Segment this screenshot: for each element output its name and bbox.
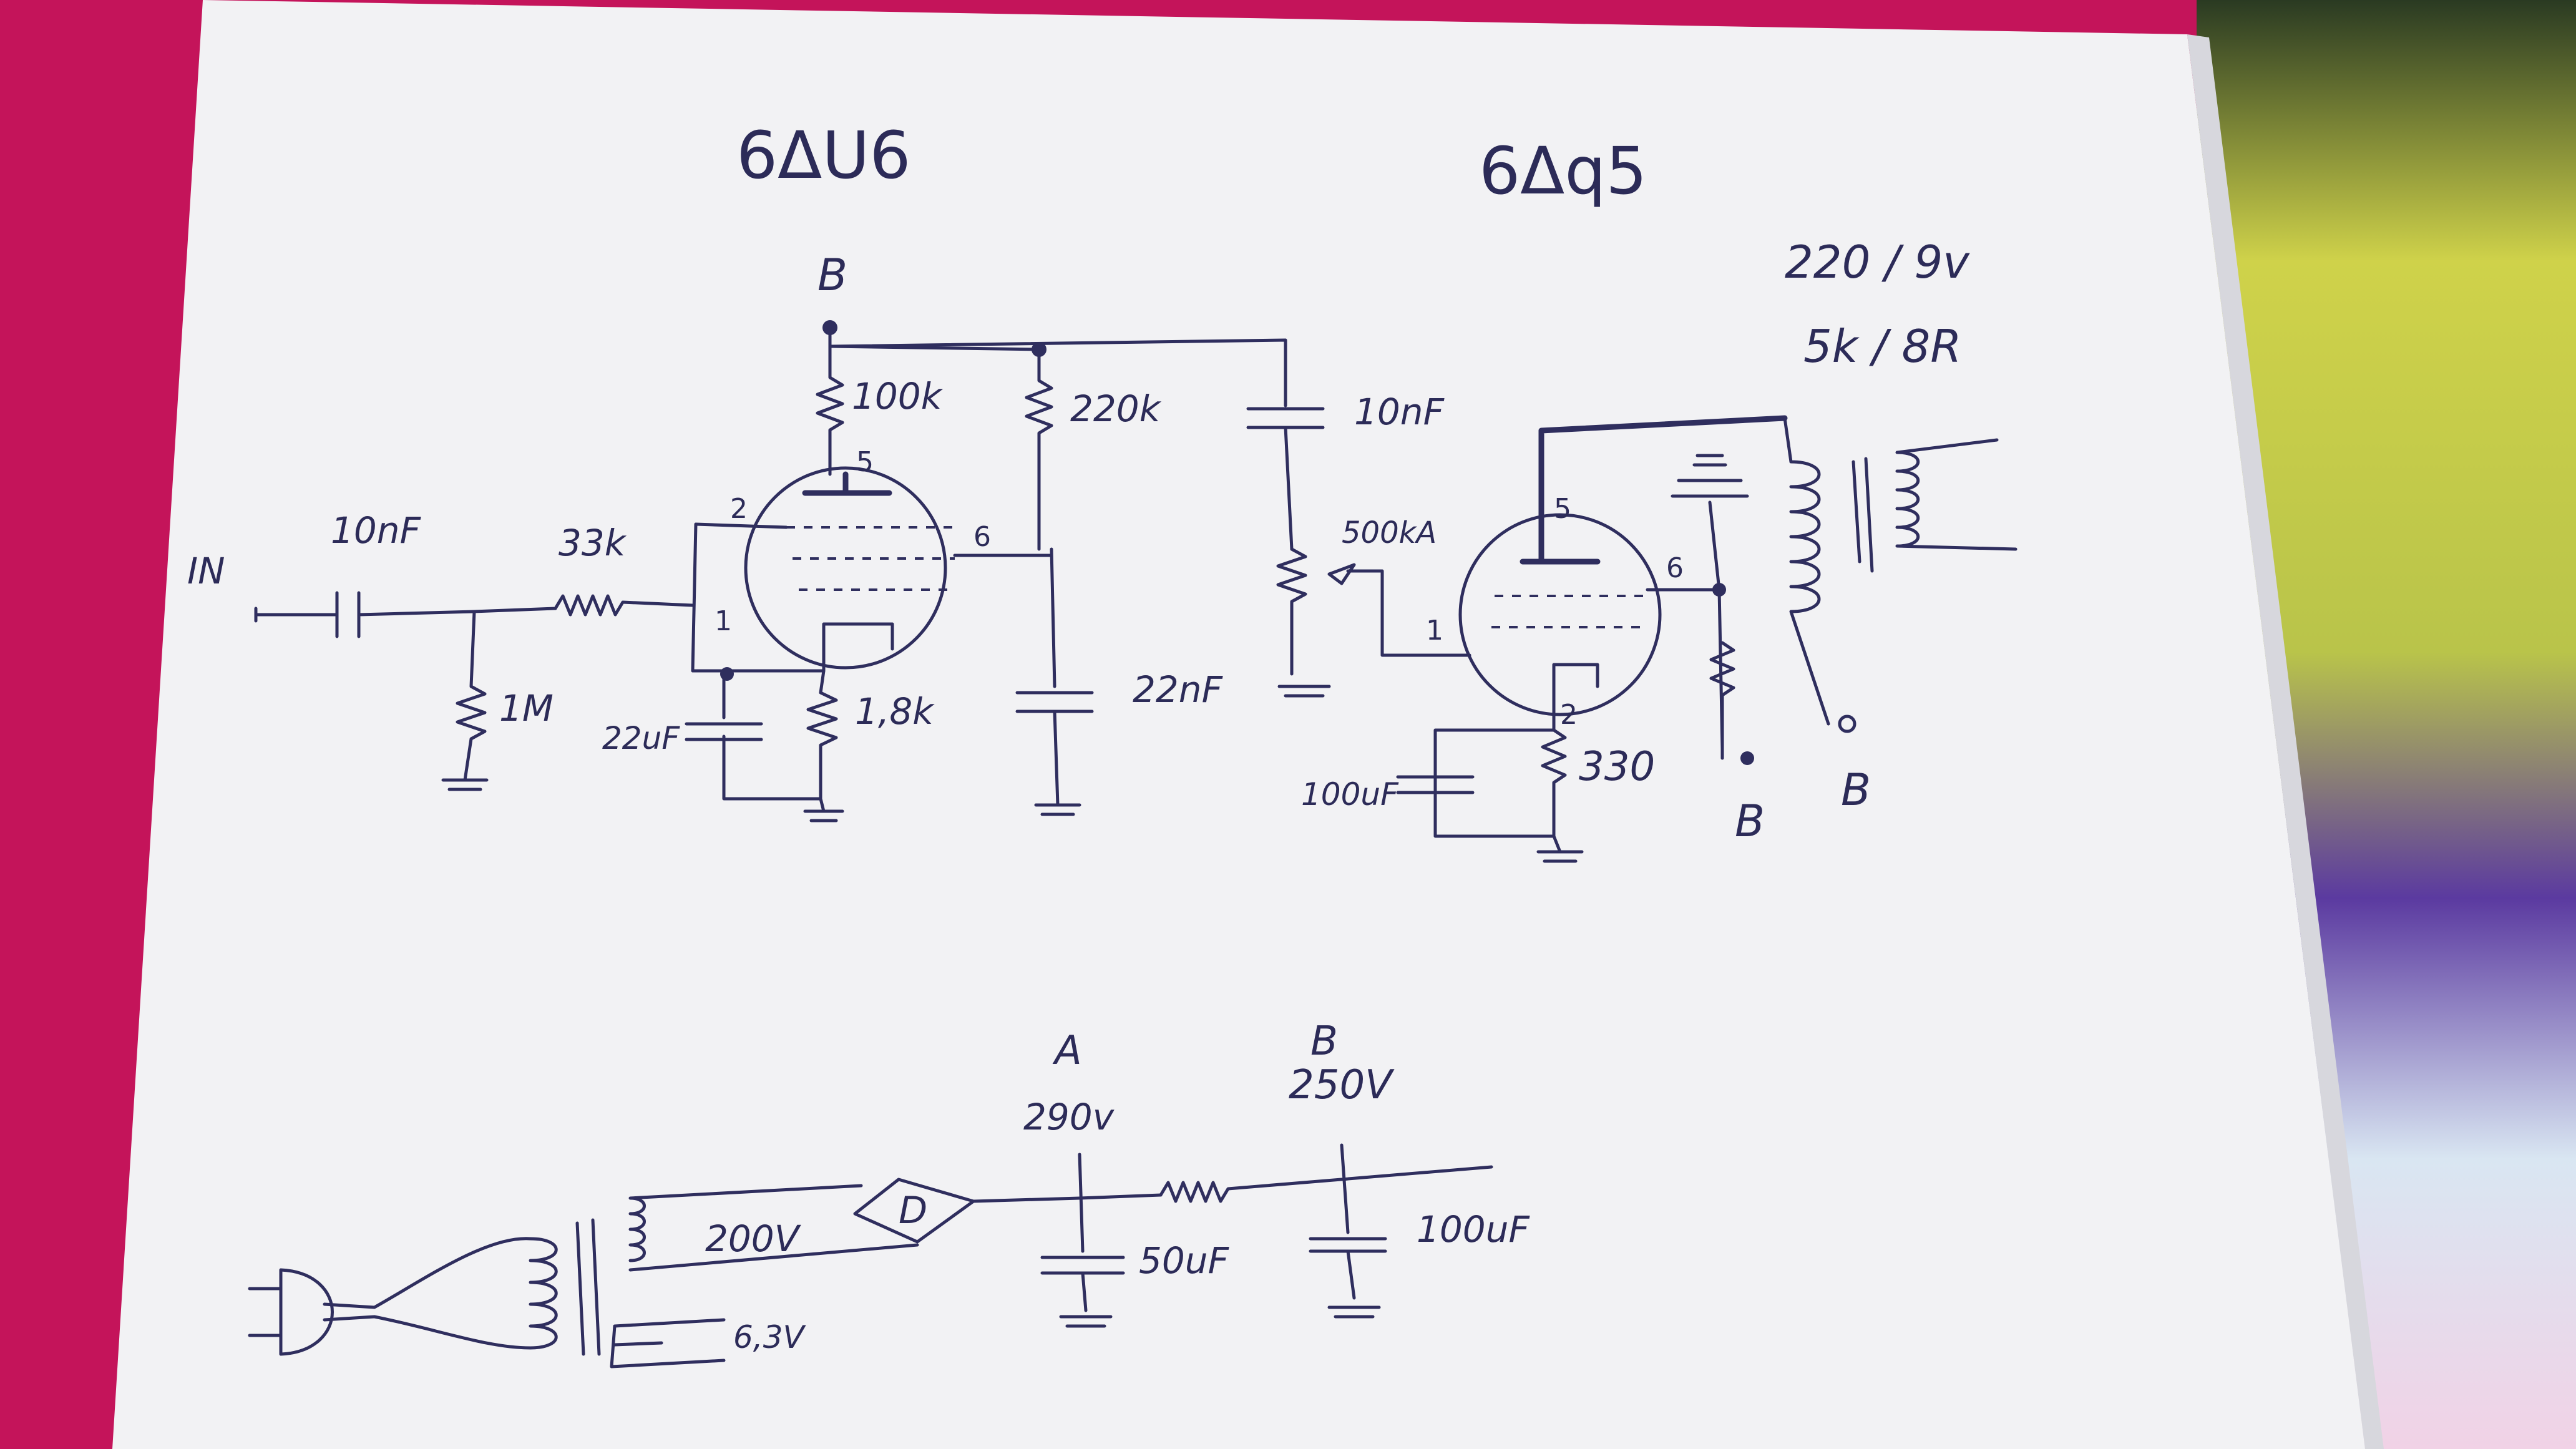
tube2-plate [1520, 415, 1788, 565]
r-screen-symbol [1025, 348, 1053, 551]
tube1-pin6: 6 [973, 521, 991, 553]
ps-filter-cap2 [1309, 1143, 1387, 1319]
ps-transformer-core [575, 1218, 601, 1356]
tube-left-title: 6ΔU6 [736, 117, 911, 193]
c-cathode1-symbol [685, 672, 844, 822]
tube2-screen-resistor [1709, 641, 1735, 760]
r-plate-symbol [816, 344, 844, 476]
ps-transformer-secondary-hv [628, 1184, 919, 1272]
b-node-out1-dot [1740, 751, 1754, 765]
c-coupling-symbol [1246, 407, 1325, 551]
r-screen-label: 220k [1070, 388, 1162, 430]
ps-secondary-heater-label: 6,3V [733, 1319, 807, 1355]
c-cathode1-label: 22uF [602, 720, 680, 756]
tube1-cathode-junction [720, 667, 734, 681]
ps-transformer-primary [529, 1237, 558, 1350]
tube2-pin5: 5 [1554, 493, 1571, 525]
paper-sheet [112, 0, 2365, 1449]
r-plate-label: 100k [852, 375, 944, 417]
b-node-out1: B [1735, 796, 1765, 847]
input-wire [254, 591, 557, 638]
c-cathode2-symbol [1396, 728, 1584, 863]
r-cathode1-symbol [722, 669, 838, 801]
output-transformer-primary [1783, 416, 1830, 726]
pot-label: 500kA [1342, 515, 1437, 550]
ps-transformer-secondary-heater [610, 1318, 726, 1368]
ps-filter-cap1-label: 50uF [1139, 1239, 1230, 1282]
ps-mains-plug [248, 1237, 532, 1356]
paper-shadow [2187, 34, 2384, 1449]
c-coupling-label: 10nF [1354, 391, 1445, 433]
transformer-impedance: 5k / 8R [1803, 320, 1961, 373]
b-node-top: B [817, 250, 847, 301]
r-series-symbol [554, 594, 695, 617]
r-series-label: 33k [559, 522, 627, 564]
pot-wiper [1327, 563, 1471, 657]
b-rail-stub [828, 344, 1041, 351]
output-transformer-secondary [1895, 438, 2017, 551]
ps-node-a-volt: 290v [1023, 1096, 1115, 1138]
ps-node-b: B [1310, 1018, 1338, 1065]
ps-secondary-hv-label: 200V [705, 1217, 802, 1260]
ps-node-a: A [1052, 1028, 1082, 1074]
tube1-screen-wire [691, 522, 826, 673]
ps-node-b-volt: 250V [1289, 1062, 1395, 1108]
ps-filter-cap2-label: 100uF [1417, 1208, 1530, 1251]
tube2-pin1: 1 [1426, 615, 1443, 646]
c-cathode2-label: 100uF [1301, 776, 1399, 812]
r-grid-label: 1M [499, 687, 554, 729]
c-screen-symbol [1015, 547, 1094, 816]
tube2-envelope [1458, 513, 1662, 716]
input-label: IN [187, 550, 225, 592]
tube-right-title: 6Δq5 [1479, 133, 1647, 209]
r-cathode1-label: 1,8k [855, 690, 935, 733]
ps-rectifier-bridge [853, 1178, 975, 1244]
ps-rectifier-label: D [899, 1189, 927, 1232]
tube2-pin6: 6 [1666, 552, 1684, 584]
tube1-pin5: 5 [856, 446, 874, 478]
tube1-cathode [822, 622, 894, 654]
tube1-pin2: 2 [730, 493, 748, 525]
transformer-ratio: 220 / 9v [1785, 236, 1970, 288]
pot-symbol [1276, 547, 1331, 698]
ps-filter-cap1 [1040, 1153, 1125, 1328]
tube1-pin1: 1 [715, 605, 732, 637]
c-in-label: 10nF [331, 509, 422, 552]
r-cathode2-symbol [1433, 694, 1567, 838]
output-transformer-core [1852, 457, 1874, 573]
b-node-out2: B [1841, 764, 1871, 816]
ps-dropper-resistor [1159, 1165, 1493, 1203]
tube2-screen-cap [1671, 454, 1749, 592]
b-rail-wire [828, 326, 1287, 407]
r-grid-symbol [441, 610, 489, 791]
tube2-cathode [1552, 663, 1599, 698]
tube2-pin2: 2 [1560, 699, 1578, 731]
c-screen-label: 22nF [1133, 668, 1224, 711]
b-node-out2-dot [1838, 715, 1856, 733]
tube1-envelope [744, 466, 947, 670]
tube1-plate [802, 471, 892, 496]
r-cathode2-label: 330 [1579, 744, 1655, 790]
